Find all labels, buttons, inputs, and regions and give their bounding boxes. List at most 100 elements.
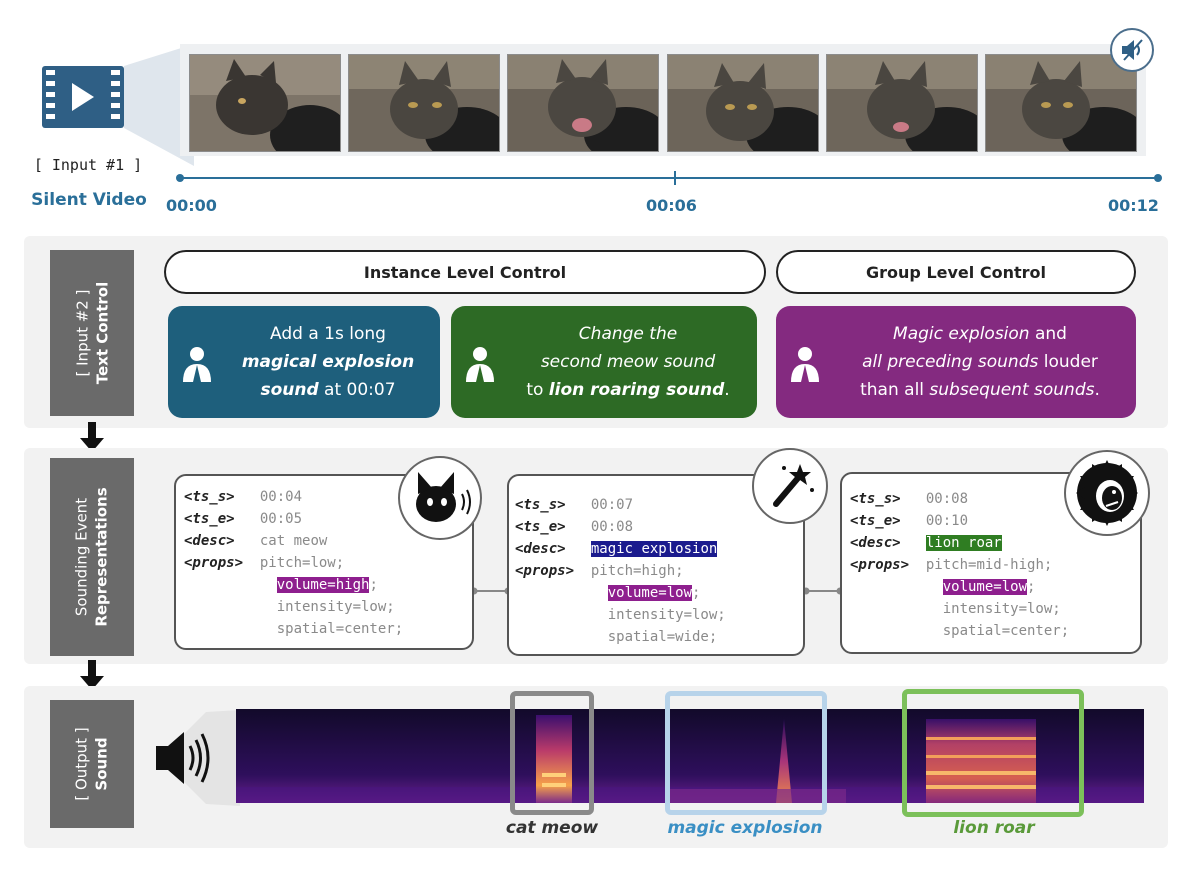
key-props: <props>: [515, 563, 575, 579]
event-code-3: <ts_s> 00:08 <ts_e> 00:10 <desc> lion ro…: [850, 488, 1069, 642]
video-frame: [507, 54, 659, 152]
instance-control-box-2: Change the second meow sound to lion roa…: [451, 306, 757, 418]
event-card-magic-explosion: [507, 474, 805, 656]
representations-tab-line2: Representations: [93, 487, 111, 627]
value-volume: volume=high: [276, 577, 370, 593]
value-volume-end: ;: [369, 577, 378, 593]
event-code-2: <ts_s> 00:07 <ts_e> 00:08 <desc> magic e…: [515, 494, 726, 648]
video-frame: [189, 54, 341, 152]
value-volume: volume=low: [607, 585, 693, 601]
box2-line2: second meow sound: [540, 352, 716, 372]
cat-icon: [398, 456, 482, 540]
box3-line3-post: .: [1094, 380, 1100, 400]
box1-line3-rest: at 00:07: [318, 380, 396, 400]
value-ts-s: 00:04: [259, 489, 303, 505]
key-props: <props>: [184, 555, 244, 571]
box2-line3-pre: to: [526, 380, 549, 400]
silent-video-title: Silent Video: [31, 190, 147, 210]
tick-label-middle: 00:06: [646, 196, 697, 215]
cat-meow-highlight-box: [510, 691, 594, 815]
output-tab-line1: [ Output ]: [72, 727, 91, 801]
magic-explosion-highlight-box: [665, 691, 827, 815]
value-volume: volume=low: [942, 579, 1028, 595]
input2-tab: [ Input #2 ] Text Control: [50, 250, 134, 416]
box2-line3-emphasis: lion roaring sound: [548, 380, 725, 400]
value-ts-s: 00:07: [590, 497, 634, 513]
value-spatial: spatial=center;: [942, 623, 1070, 639]
key-ts-s: <ts_s>: [850, 491, 901, 507]
box1-line3-emphasis: sound: [260, 380, 319, 400]
speaker-icon: [156, 710, 240, 806]
user-icon: [791, 347, 819, 382]
box2-line3-post: .: [724, 380, 730, 400]
video-file-icon: [42, 66, 124, 128]
video-frame: [667, 54, 819, 152]
value-ts-e: 00:08: [590, 519, 634, 535]
lion-icon: [1064, 450, 1150, 536]
spectrogram: [236, 709, 1144, 803]
instance-level-control-label: Instance Level Control: [164, 250, 766, 294]
input2-tab-line1: [ Input #2 ]: [73, 289, 91, 377]
box3-line2-emphasis: all preceding sounds: [862, 352, 1039, 372]
key-desc: <desc>: [184, 533, 235, 549]
muted-speaker-icon: [1110, 28, 1154, 72]
input2-tab-line2: Text Control: [93, 281, 111, 385]
event-connector: [802, 587, 844, 595]
video-frame: [826, 54, 978, 152]
representations-tab-line1: Sounding Event: [73, 497, 91, 617]
value-pitch: pitch=low;: [259, 555, 345, 571]
event-connector: [470, 587, 512, 595]
lion-roar-highlight-box: [902, 689, 1084, 817]
instance-control-box-1: Add a 1s long magical explosion sound at…: [168, 306, 440, 418]
value-intensity: intensity=low;: [942, 601, 1061, 617]
box3-line1-emphasis: Magic explosion: [893, 324, 1030, 344]
video-frame: [348, 54, 500, 152]
value-spatial: spatial=wide;: [607, 629, 718, 645]
value-pitch: pitch=high;: [590, 563, 684, 579]
sound-label-lion-roar: lion roar: [953, 818, 1035, 838]
value-volume-end: ;: [1027, 579, 1036, 595]
key-desc: <desc>: [515, 541, 566, 557]
event-code-1: <ts_s> 00:04 <ts_e> 00:05 <desc> cat meo…: [184, 486, 403, 640]
key-desc: <desc>: [850, 535, 901, 551]
box3-line1-rest: and: [1029, 324, 1067, 344]
box3-line3-emphasis: subsequent sounds: [929, 380, 1095, 400]
box1-line1: Add a 1s long: [270, 324, 386, 344]
value-pitch: pitch=mid-high;: [925, 557, 1053, 573]
sound-label-cat-meow: cat meow: [505, 818, 599, 838]
user-icon: [183, 347, 211, 382]
user-icon: [466, 347, 494, 382]
box2-line1: Change the: [578, 324, 678, 344]
down-arrow-icon: [80, 660, 104, 690]
key-ts-s: <ts_s>: [515, 497, 566, 513]
key-props: <props>: [850, 557, 910, 573]
representations-tab: Sounding Event Representations: [50, 458, 134, 656]
box1-line2: magical explosion: [241, 352, 415, 372]
key-ts-e: <ts_e>: [515, 519, 566, 535]
key-ts-e: <ts_e>: [850, 513, 901, 529]
value-ts-s: 00:08: [925, 491, 969, 507]
tick-label-start: 00:00: [166, 196, 217, 215]
group-control-box: Magic explosion and all preceding sounds…: [776, 306, 1136, 418]
box3-line2-rest: louder: [1038, 352, 1098, 372]
output-tab-line2: Sound: [92, 737, 111, 791]
magic-wand-icon: [752, 448, 828, 524]
value-volume-end: ;: [692, 585, 701, 601]
value-ts-e: 00:05: [259, 511, 303, 527]
key-ts-e: <ts_e>: [184, 511, 235, 527]
value-intensity: intensity=low;: [276, 599, 395, 615]
value-intensity: intensity=low;: [607, 607, 726, 623]
key-ts-s: <ts_s>: [184, 489, 235, 505]
input1-tag: [ Input #1 ]: [33, 156, 143, 174]
tick-label-end: 00:12: [1108, 196, 1159, 215]
projection-cone: [124, 44, 194, 166]
group-level-control-label: Group Level Control: [776, 250, 1136, 294]
value-ts-e: 00:10: [925, 513, 969, 529]
box3-line3-pre: than all: [860, 380, 930, 400]
sound-label-magic-explosion: magic explosion: [667, 818, 823, 838]
value-desc: lion roar: [925, 535, 1002, 551]
value-desc: cat meow: [259, 533, 328, 549]
timeline-axis: [176, 171, 1162, 185]
video-frame: [985, 54, 1137, 152]
value-desc: magic explosion: [590, 541, 718, 557]
